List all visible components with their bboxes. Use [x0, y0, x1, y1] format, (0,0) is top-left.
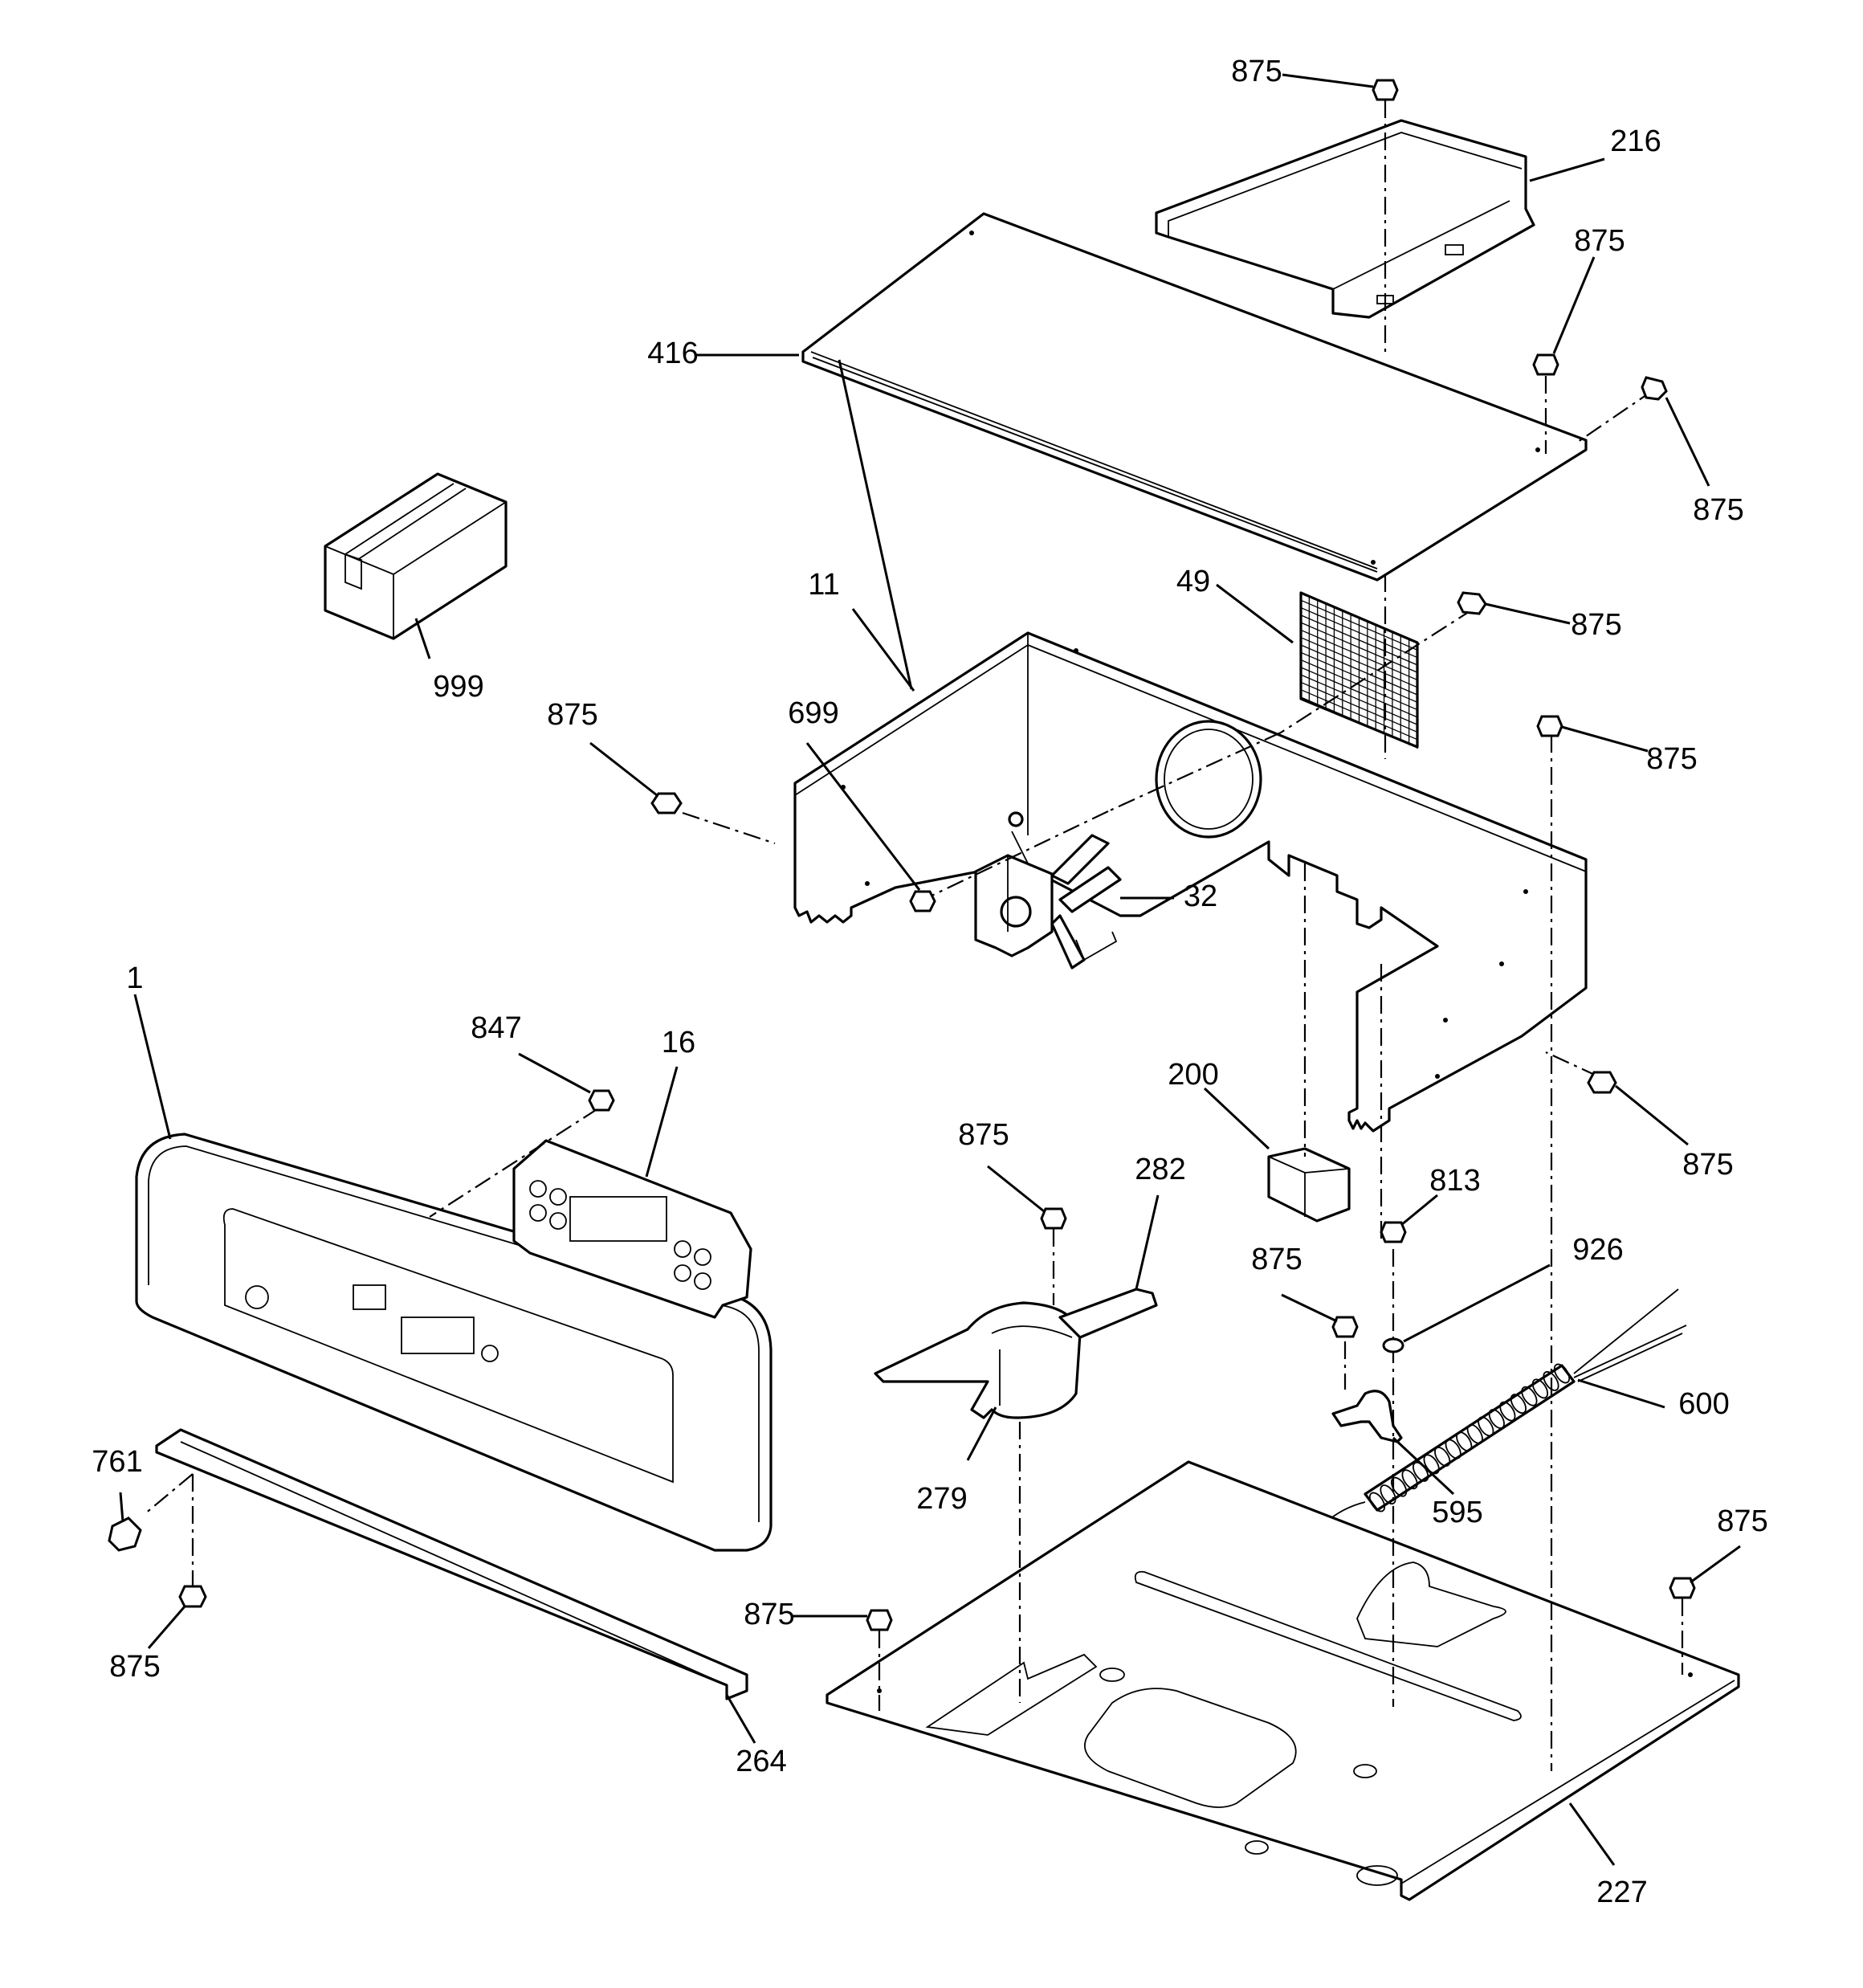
label-1: 1	[126, 961, 143, 995]
label-32: 32	[1184, 880, 1217, 913]
label-595: 595	[1432, 1496, 1482, 1529]
part-264-trim-strip	[155, 1428, 748, 1700]
screw-761	[108, 1517, 142, 1552]
screws	[108, 79, 1696, 1631]
part-200-block	[1267, 1147, 1351, 1223]
label-875-base: 875	[744, 1598, 794, 1631]
part-16-control-board	[512, 1139, 752, 1319]
label-875-clamp: 875	[1251, 1243, 1302, 1276]
screw-875-mid	[1040, 1207, 1067, 1230]
label-761: 761	[92, 1445, 142, 1479]
label-875-mid: 875	[958, 1118, 1009, 1152]
screw-875-right-3	[1457, 591, 1487, 615]
label-875-right-3: 875	[1571, 608, 1621, 642]
part-11-housing	[793, 631, 1588, 1133]
label-999: 999	[433, 670, 483, 704]
screw-847	[588, 1089, 615, 1112]
label-699: 699	[788, 696, 838, 730]
label-875-bottom-right: 875	[1717, 1504, 1767, 1538]
label-847: 847	[471, 1011, 521, 1045]
label-16: 16	[662, 1026, 695, 1059]
screw-875-bottom-left	[178, 1585, 207, 1608]
part-49-mesh-filter	[1299, 591, 1419, 749]
label-227: 227	[1596, 1876, 1647, 1909]
label-49: 49	[1176, 565, 1210, 598]
screw-699	[909, 890, 936, 912]
label-264: 264	[736, 1745, 786, 1778]
part-595-clamp	[1331, 1390, 1403, 1443]
label-813: 813	[1429, 1164, 1480, 1198]
part-416-top-panel	[801, 212, 1588, 582]
callout-labels: 875 216 875 416 875 999 11 49 875 875 69…	[92, 55, 1767, 1909]
label-200: 200	[1168, 1058, 1218, 1092]
assembly-lines	[144, 100, 1684, 1771]
screw-875-top	[1372, 79, 1399, 101]
screw-875-right-1	[1532, 353, 1559, 376]
label-875-right-2: 875	[1693, 493, 1743, 527]
label-600: 600	[1678, 1387, 1729, 1421]
part-216-rear-cover	[1155, 119, 1535, 319]
leader-lines	[119, 73, 1741, 1866]
label-926: 926	[1572, 1233, 1623, 1267]
screw-875-clamp	[1331, 1316, 1359, 1338]
screw-875-left	[650, 792, 683, 814]
label-216: 216	[1610, 125, 1661, 158]
screw-875-base	[866, 1609, 893, 1631]
part-227-base-pan	[826, 1460, 1740, 1901]
part-600-wire-harness	[1294, 1288, 1687, 1610]
label-875-left: 875	[547, 698, 597, 732]
part-999-box	[324, 472, 508, 640]
part-282-duct-extension	[1058, 1288, 1158, 1339]
screw-875-bottom-right	[1669, 1577, 1696, 1599]
label-282: 282	[1135, 1153, 1185, 1186]
label-279: 279	[916, 1482, 967, 1516]
part-32-fan-motor	[974, 811, 1122, 970]
label-875-right-5: 875	[1682, 1148, 1733, 1182]
washer-926	[1382, 1337, 1404, 1353]
screw-875-right-4	[1536, 715, 1563, 737]
label-875-right-4: 875	[1646, 742, 1697, 776]
label-416: 416	[647, 337, 698, 370]
screw-875-right-2	[1641, 376, 1668, 401]
label-11: 11	[808, 568, 839, 602]
label-875-bottom-left: 875	[109, 1650, 160, 1684]
label-875-right-1: 875	[1574, 224, 1625, 258]
screw-875-right-5	[1587, 1071, 1617, 1094]
screw-813	[1380, 1221, 1407, 1243]
label-875-top: 875	[1231, 55, 1282, 88]
part-279-blower-duct	[874, 1301, 1082, 1419]
